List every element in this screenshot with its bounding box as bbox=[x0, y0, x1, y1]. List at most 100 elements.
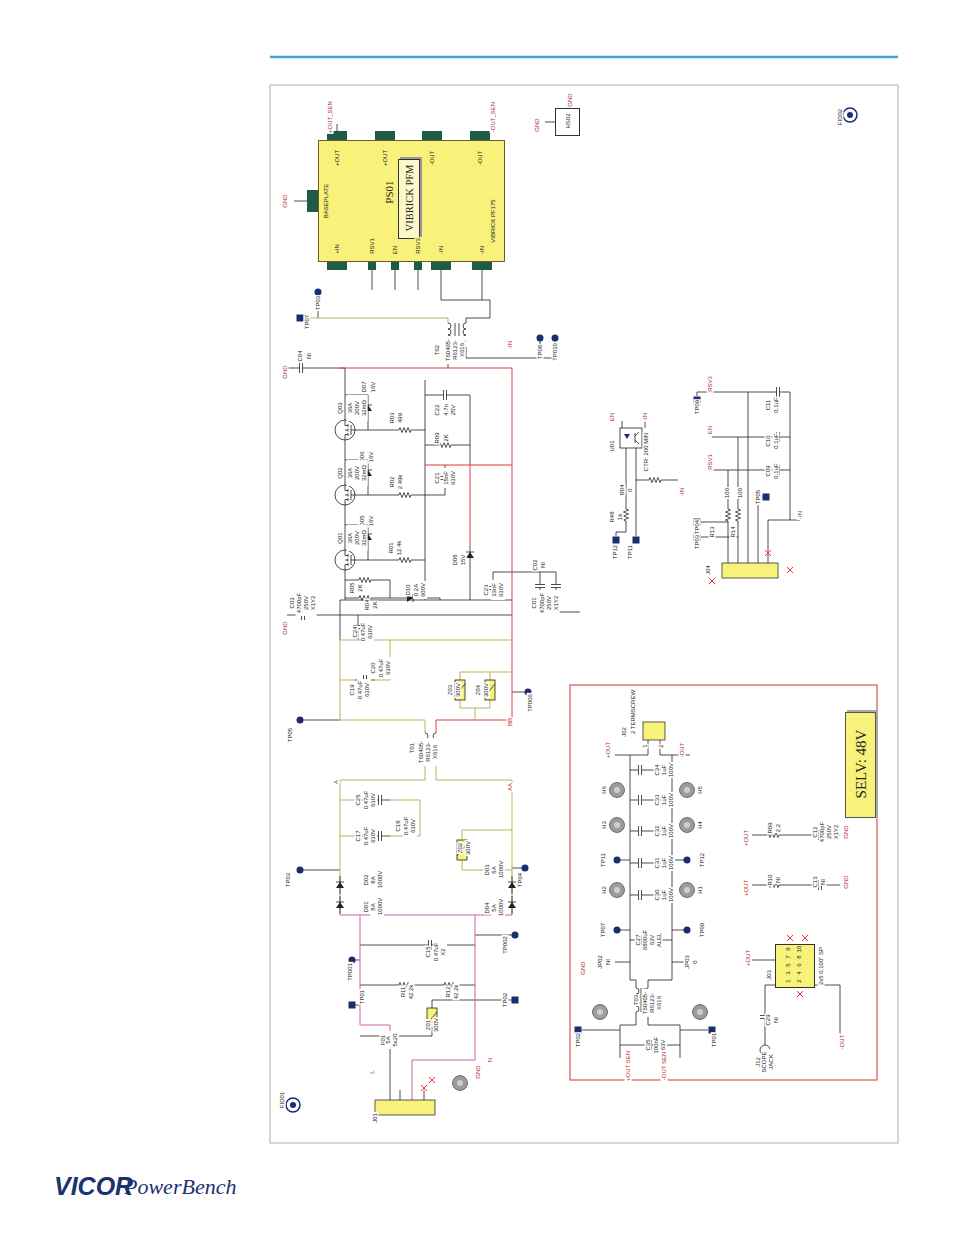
part-label: 0.1uF bbox=[773, 432, 780, 449]
part-label: C30 bbox=[654, 888, 661, 901]
part-label: 4700pF 250V X1Y2 bbox=[296, 590, 317, 616]
node-text: VIBRICK PFM bbox=[404, 165, 416, 232]
part-label: R02 bbox=[389, 475, 396, 488]
part-label: 1k bbox=[617, 513, 624, 521]
part-label: 36A 200V 32mΩ bbox=[347, 460, 368, 486]
part-label: NI bbox=[306, 352, 313, 360]
part-label: T03 bbox=[633, 994, 640, 1006]
part-label: C19 bbox=[349, 683, 356, 696]
part-label: TP05 bbox=[755, 489, 762, 505]
node-text: 4 bbox=[796, 971, 803, 974]
net-label: +OUT bbox=[745, 949, 752, 967]
part-label: D07 bbox=[361, 380, 368, 393]
part-label: Z02 bbox=[457, 842, 464, 854]
part-label: H3 bbox=[601, 820, 608, 830]
part-label: Q03 bbox=[337, 401, 344, 414]
part-label: 0 bbox=[692, 959, 699, 964]
part-label: C20 bbox=[370, 661, 377, 674]
part-label: TP09 bbox=[694, 399, 701, 415]
brand-logo-text: VICOR bbox=[54, 1172, 133, 1201]
node-text: 5 bbox=[785, 963, 792, 966]
part-label: 1 bbox=[642, 743, 649, 748]
part-label: 42.2k bbox=[453, 984, 460, 1001]
part-label: 6800uF 63V ALEL bbox=[642, 927, 663, 953]
part-label: TP02 bbox=[502, 992, 509, 1008]
part-label: 36A 200V 32mΩ bbox=[347, 525, 368, 551]
node-text: 3 bbox=[785, 971, 792, 974]
part-label: C12 bbox=[812, 825, 819, 838]
part-label: 0.47uF 630V bbox=[360, 621, 374, 643]
part-label: TP05 bbox=[287, 727, 294, 743]
connector-box: 10864297531 bbox=[775, 944, 815, 988]
part-label: R13 bbox=[709, 525, 716, 538]
part-label: 16V bbox=[368, 451, 375, 464]
part-label: 1uF 100V bbox=[661, 792, 675, 808]
part-label: FID02 bbox=[837, 108, 844, 126]
part-label: 16V bbox=[368, 515, 375, 528]
part-label: Q01 bbox=[337, 531, 344, 544]
part-label: FID01 bbox=[279, 1091, 286, 1109]
part-label: C31 bbox=[654, 856, 661, 869]
part-label: 12.4k bbox=[396, 540, 403, 557]
part-label: J03 bbox=[766, 969, 773, 981]
part-label: J01 bbox=[372, 1112, 379, 1124]
part-label: 2 bbox=[658, 743, 665, 748]
part-label: 300V bbox=[465, 840, 472, 856]
net-label: GND bbox=[282, 193, 289, 208]
part-label: NI bbox=[820, 878, 827, 886]
part-label: R14 bbox=[730, 525, 737, 538]
part-label: C24 bbox=[352, 625, 359, 638]
part-label: H5 bbox=[697, 785, 704, 795]
part-label: 0 bbox=[627, 487, 634, 492]
part-label: 4700pF 250V X1Y2 bbox=[539, 590, 560, 616]
net-label: -IN bbox=[679, 487, 686, 497]
part-label: Z01 bbox=[425, 1019, 432, 1031]
part-label: C22 bbox=[434, 403, 441, 416]
net-label: +OUT bbox=[743, 879, 750, 897]
part-label: R12 bbox=[445, 985, 452, 998]
part-label: EN bbox=[392, 245, 399, 255]
part-label: C02 bbox=[532, 558, 539, 571]
part-label: D03 bbox=[484, 863, 491, 876]
part-label: -IN bbox=[479, 245, 486, 255]
part-label: 1uF 100V bbox=[661, 855, 675, 871]
part-label: D08 bbox=[452, 553, 459, 566]
part-label: C11 bbox=[765, 399, 772, 412]
part-label: D01 bbox=[363, 900, 370, 913]
part-label: C25 bbox=[355, 793, 362, 806]
node-text: SELV: 48V bbox=[853, 730, 870, 799]
part-label: SCOPE JACK bbox=[761, 1049, 775, 1075]
net-label: -IN bbox=[797, 510, 804, 520]
part-label: C23 bbox=[483, 583, 490, 596]
net-label: EN bbox=[609, 412, 616, 422]
part-label: JP03 bbox=[684, 954, 691, 970]
part-label: R01 bbox=[388, 541, 395, 554]
net-label: A bbox=[333, 779, 340, 785]
part-label: 2x5 0.100" SP bbox=[818, 946, 825, 986]
part-label: 499 bbox=[397, 412, 404, 424]
part-label: 2.2 bbox=[775, 823, 782, 833]
part-label: C29 bbox=[765, 1013, 772, 1026]
node-text: 9 bbox=[785, 947, 792, 950]
part-label: TP04 bbox=[517, 872, 524, 888]
net-label: GND bbox=[843, 874, 850, 889]
node-text: 10 bbox=[796, 946, 803, 953]
part-label: 300V bbox=[483, 682, 490, 698]
part-label: TP12 bbox=[699, 852, 706, 868]
part-label: JP02 bbox=[597, 954, 604, 970]
net-label: -OUT bbox=[679, 742, 686, 759]
part-label: TP002 bbox=[502, 935, 509, 955]
part-label: 5A 1000V bbox=[491, 861, 505, 879]
part-label: Z04 bbox=[475, 684, 482, 696]
module-name-box: VIBRICK PFM bbox=[398, 159, 420, 239]
part-label: TP01 bbox=[359, 989, 366, 1005]
part-label: Z03 bbox=[447, 684, 454, 696]
part-label: T60405-R6123-X616 bbox=[418, 738, 439, 766]
part-label: C33 bbox=[654, 793, 661, 806]
part-label: TP11 bbox=[627, 544, 634, 560]
selv-note-box: SELV: 48V bbox=[845, 712, 876, 818]
part-label: T02 bbox=[434, 344, 441, 356]
part-label: J04 bbox=[705, 564, 712, 576]
part-label: R03 bbox=[389, 411, 396, 424]
part-label: 8A 1000V bbox=[370, 871, 384, 889]
